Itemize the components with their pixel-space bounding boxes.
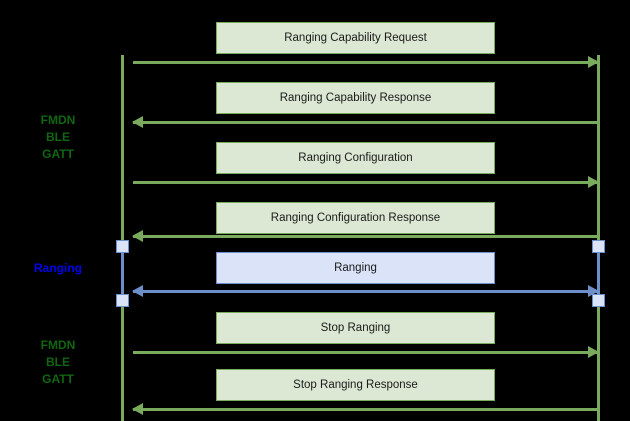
message-box-stop-ranging[interactable]: Stop Ranging — [216, 312, 495, 344]
arrow-shaft — [133, 408, 598, 411]
arrow-shaft — [133, 235, 598, 238]
message-arrow-ranging-configuration — [133, 176, 599, 188]
arrow-shaft — [133, 61, 598, 64]
message-box-ranging-configuration-response[interactable]: Ranging Configuration Response — [216, 202, 495, 234]
activation-box-right-end — [592, 294, 605, 307]
message-box-ranging-capability-request[interactable]: Ranging Capability Request — [216, 22, 495, 54]
arrow-shaft — [133, 181, 598, 184]
message-box-ranging[interactable]: Ranging — [216, 252, 495, 284]
message-arrow-ranging-capability-request — [133, 56, 599, 68]
activation-box-right-start — [592, 240, 605, 253]
phase-label-ranging: Ranging — [34, 261, 82, 275]
right-lifeline — [597, 55, 600, 421]
message-box-ranging-capability-response[interactable]: Ranging Capability Response — [216, 82, 495, 114]
activation-box-left-end — [116, 294, 129, 307]
arrow-shaft — [133, 121, 598, 124]
activation-box-left-start — [116, 240, 129, 253]
activation-bar-left — [121, 247, 124, 301]
message-arrow-ranging-bidirectional — [132, 285, 599, 297]
arrow-head-left-icon — [132, 230, 143, 242]
message-box-ranging-configuration[interactable]: Ranging Configuration — [216, 142, 495, 174]
message-arrow-ranging-capability-response — [132, 116, 598, 128]
message-arrow-stop-ranging — [133, 346, 599, 358]
arrow-head-left-icon — [132, 285, 143, 297]
arrow-head-left-icon — [132, 116, 143, 128]
phase-label-fmdn-ble-gatt-top: FMDN BLE GATT — [40, 113, 76, 161]
arrow-head-left-icon — [132, 403, 143, 415]
phase-label-fmdn-ble-gatt-bottom: FMDN BLE GATT — [40, 338, 76, 386]
activation-bar-right — [597, 247, 600, 301]
arrow-shaft — [133, 290, 598, 293]
message-box-stop-ranging-response[interactable]: Stop Ranging Response — [216, 369, 495, 401]
left-lifeline — [121, 55, 124, 421]
message-arrow-stop-ranging-response — [132, 403, 598, 415]
arrow-shaft — [133, 351, 598, 354]
